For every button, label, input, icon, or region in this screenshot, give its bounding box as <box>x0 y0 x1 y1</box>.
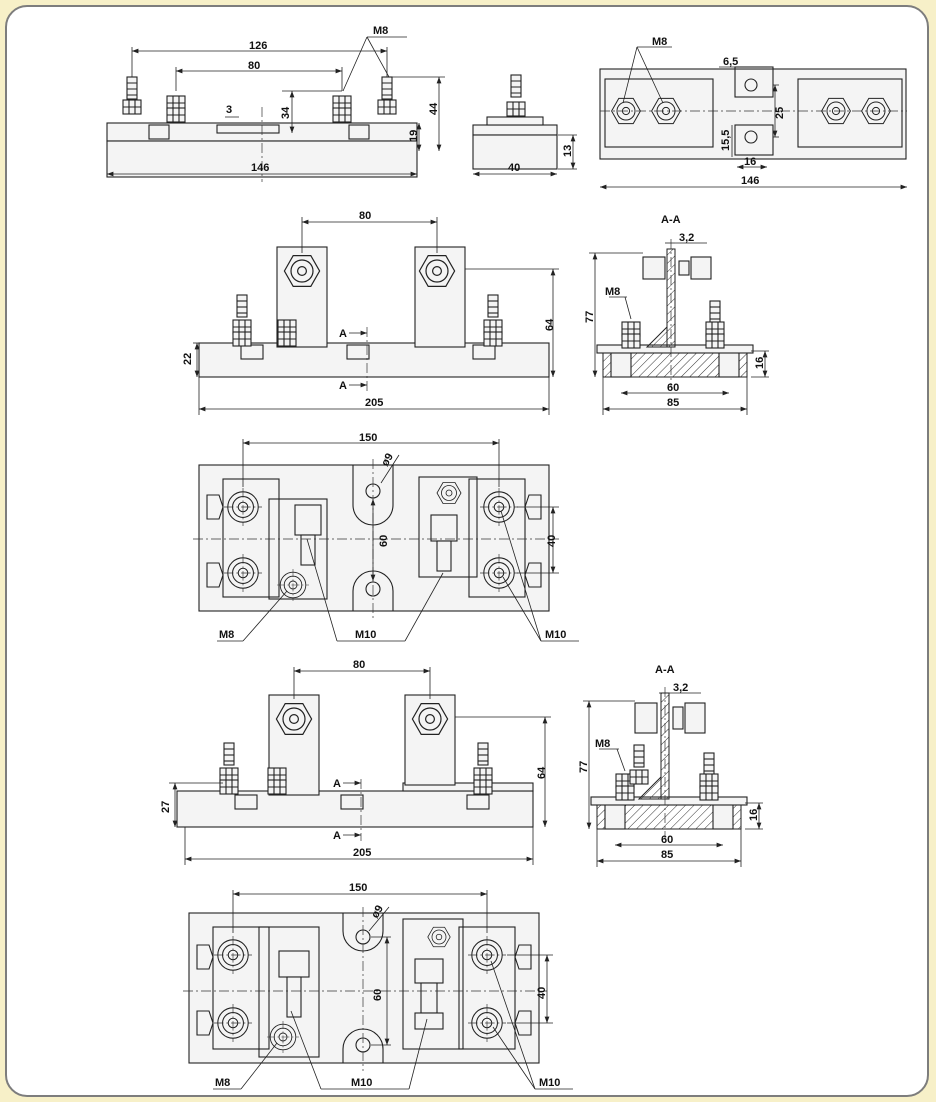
dim-60: 60 <box>661 834 673 846</box>
dim-80: 80 <box>353 659 365 671</box>
view9-top: 150 ø9 60 40 M8 M10 M10 <box>183 882 573 1090</box>
label-m10-center: M10 <box>351 1077 372 1089</box>
view1-front: 126 80 M8 3 34 44 19 146 <box>106 25 445 182</box>
dim-40: 40 <box>508 162 520 174</box>
section-title: A-A <box>661 214 681 226</box>
dim-16: 16 <box>748 809 760 821</box>
dim-85: 85 <box>661 849 673 861</box>
dim-3: 3 <box>226 104 232 116</box>
section-a-bottom: A <box>339 380 347 392</box>
thread-m8: M8 <box>373 25 388 37</box>
dim-25: 25 <box>774 107 786 119</box>
dim-22: 22 <box>182 353 194 365</box>
dim-44: 44 <box>428 102 440 115</box>
dim-146: 146 <box>251 162 269 174</box>
dim-64: 64 <box>536 766 548 779</box>
view8-section: A-A 3,2 77 M8 16 60 85 <box>578 664 763 867</box>
dim-13: 13 <box>562 145 574 157</box>
dim-60: 60 <box>372 989 384 1001</box>
section-a-bottom: A <box>333 830 341 842</box>
dim-205: 205 <box>353 847 371 859</box>
view7-front: 80 64 27 A A 205 <box>160 659 551 865</box>
dim-150: 150 <box>349 882 367 894</box>
dim-60: 60 <box>378 535 390 547</box>
section-a-top: A <box>333 778 341 790</box>
dim-64: 64 <box>544 318 556 331</box>
dim-19: 19 <box>408 130 420 142</box>
label-m8: M8 <box>215 1077 230 1089</box>
thread-m8: M8 <box>652 36 667 48</box>
dim-15-5: 15,5 <box>720 130 732 151</box>
label-m8: M8 <box>219 629 234 641</box>
dim-150: 150 <box>359 432 377 444</box>
view4-front: 80 64 22 A A 205 <box>182 210 559 415</box>
dim-77: 77 <box>578 761 590 773</box>
dim-3-2: 3,2 <box>673 682 688 694</box>
dim-205: 205 <box>365 397 383 409</box>
technical-drawing: 126 80 M8 3 34 44 19 146 13 40 <box>106 25 907 1090</box>
section-a-top: A <box>339 328 347 340</box>
view6-top: 150 ø9 60 40 M8 M10 M10 <box>193 432 579 642</box>
label-m10-right: M10 <box>545 629 566 641</box>
label-m10-center: M10 <box>355 629 376 641</box>
thread-m8: M8 <box>605 286 620 298</box>
dim-80: 80 <box>248 60 260 72</box>
dim-34: 34 <box>280 106 292 119</box>
dim-40: 40 <box>536 987 548 999</box>
label-m10-right: M10 <box>539 1077 560 1089</box>
dim-16: 16 <box>754 357 766 369</box>
dim-16: 16 <box>744 156 756 168</box>
view2-side: 13 40 <box>472 74 577 177</box>
dim-3-2: 3,2 <box>679 232 694 244</box>
dim-126: 126 <box>249 40 267 52</box>
dim-146: 146 <box>741 175 759 187</box>
section-title: A-A <box>655 664 675 676</box>
dim-dia-9: ø9 <box>379 451 396 468</box>
view3-top: M8 6,5 25 15,5 16 146 <box>599 36 907 190</box>
dim-40: 40 <box>546 535 558 547</box>
dim-6-5: 6,5 <box>723 56 738 68</box>
dim-85: 85 <box>667 397 679 409</box>
dim-60: 60 <box>667 382 679 394</box>
dim-80: 80 <box>359 210 371 222</box>
dim-27: 27 <box>160 801 172 813</box>
drawing-panel: 126 80 M8 3 34 44 19 146 13 40 <box>5 5 929 1097</box>
view5-section: A-A 3,2 77 M8 16 60 85 <box>584 214 769 415</box>
dim-77: 77 <box>584 311 596 323</box>
dim-dia-9: ø9 <box>369 903 386 920</box>
thread-m8: M8 <box>595 738 610 750</box>
